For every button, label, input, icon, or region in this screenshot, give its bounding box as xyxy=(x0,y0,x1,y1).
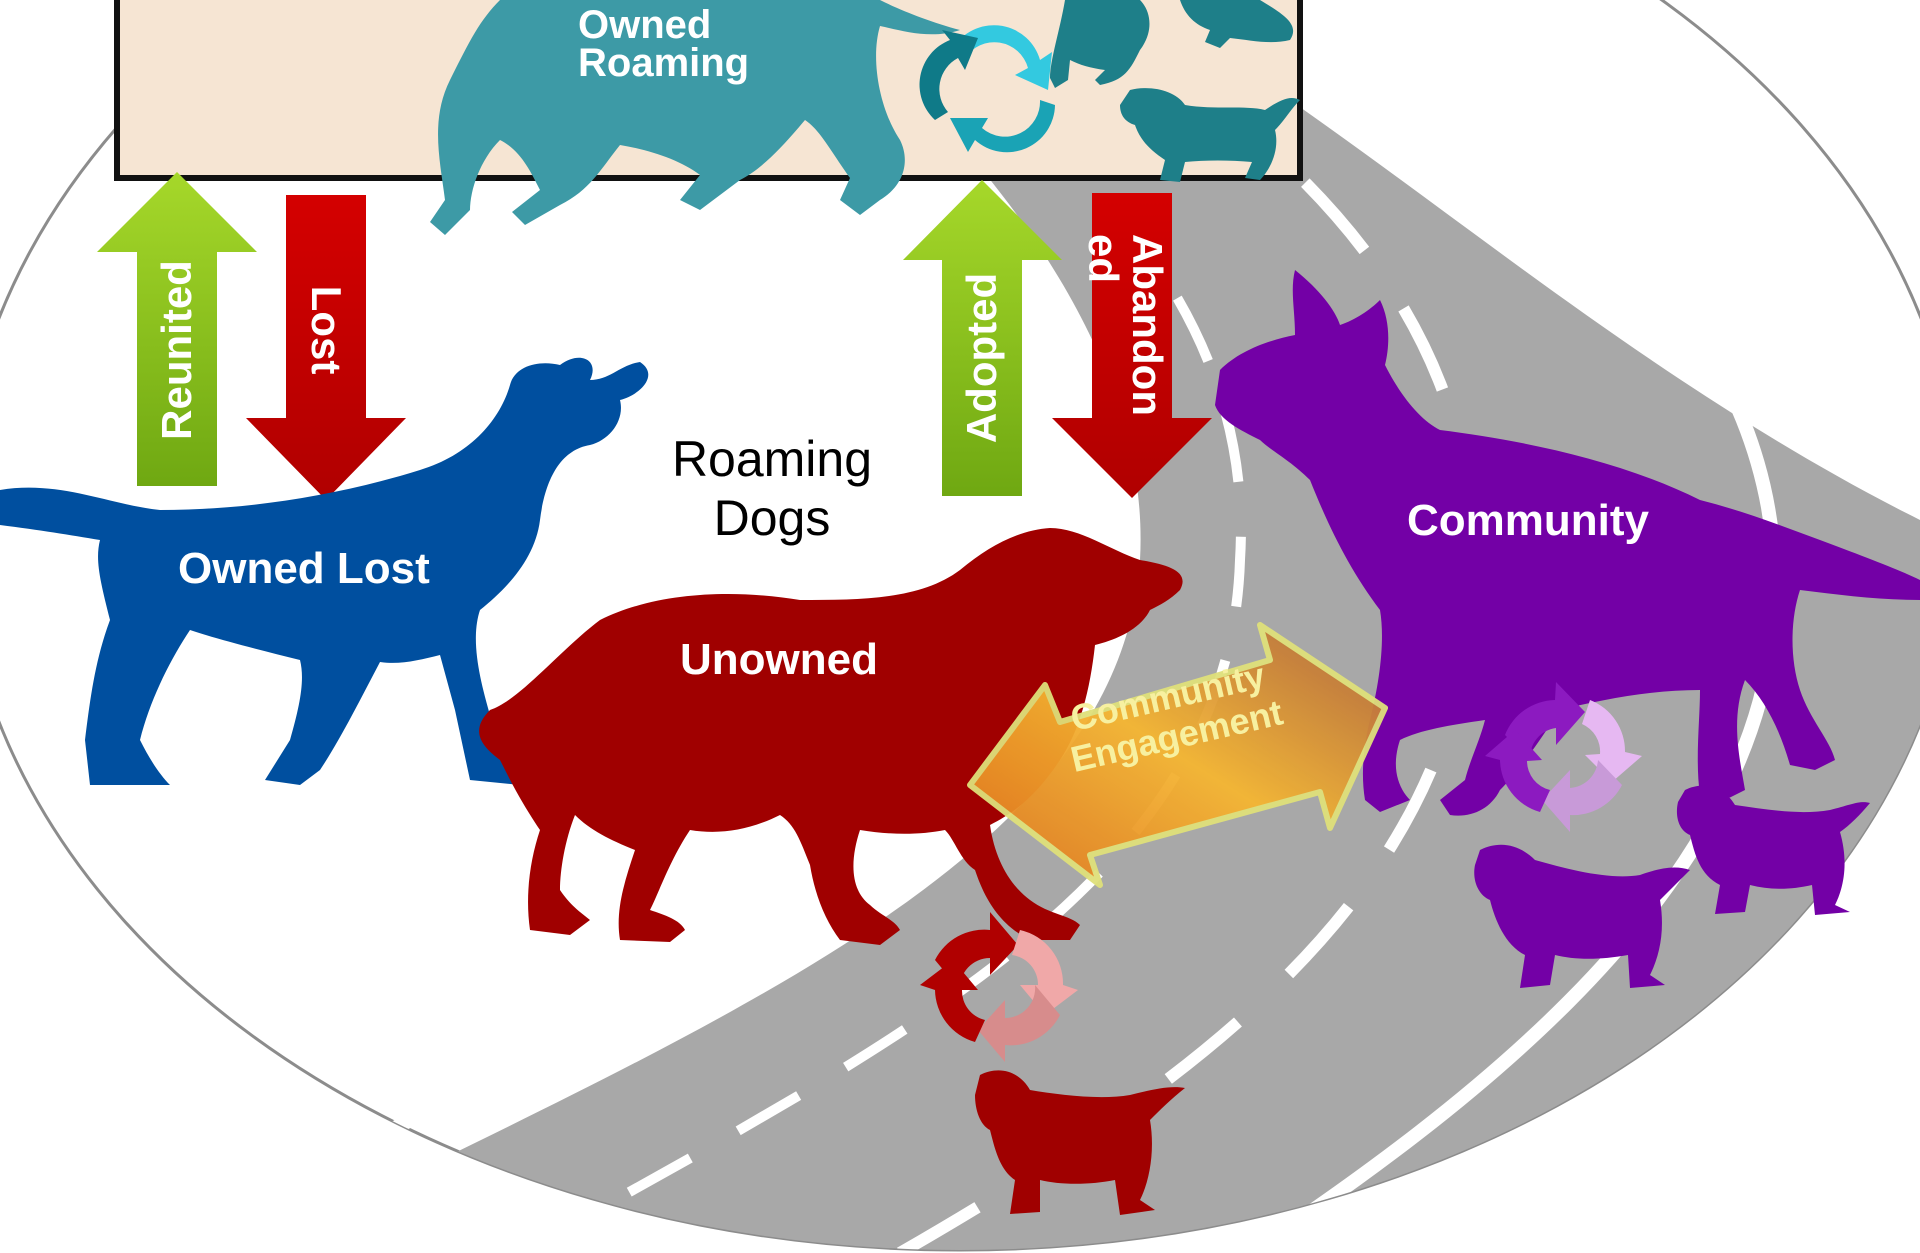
lost-arrow[interactable] xyxy=(246,195,406,500)
community-label: Community xyxy=(1407,496,1649,545)
roaming-dogs-label: Roaming Dogs xyxy=(652,430,892,548)
abandoned-label: Abandon ed xyxy=(1080,234,1171,416)
unowned-label: Unowned xyxy=(680,635,878,684)
unowned-puppy xyxy=(975,1070,1185,1215)
owned-roaming-puppy xyxy=(1180,0,1294,48)
abandoned-label-line1: Abandon xyxy=(1124,234,1171,416)
owned-roaming-dog-silhouette xyxy=(430,0,960,235)
community-puppy xyxy=(1676,785,1870,915)
reunited-label: Reunited xyxy=(153,260,200,440)
reunited-arrow[interactable] xyxy=(97,172,257,486)
community-engagement-arrow[interactable] xyxy=(967,622,1388,888)
owned-roaming-label: Owned Roaming xyxy=(578,3,750,85)
community-puppy xyxy=(1474,844,1690,988)
community-cycle-icon xyxy=(1485,682,1642,832)
owned-roaming-label-line2: Roaming xyxy=(578,41,750,85)
unowned-dog-silhouette xyxy=(479,528,1183,945)
roaming-dogs-line2: Dogs xyxy=(713,490,831,546)
owned-lost-label: Owned Lost xyxy=(178,544,430,593)
adopted-label: Adopted xyxy=(958,272,1005,444)
roaming-dogs-line1: Roaming xyxy=(671,431,873,487)
abandoned-label-line2: ed xyxy=(1080,234,1127,284)
lost-label: Lost xyxy=(303,285,350,375)
owned-roaming-label-line1: Owned xyxy=(578,3,712,47)
owned-roaming-puppy xyxy=(1050,0,1150,88)
community-dog-silhouette xyxy=(1215,270,1920,816)
abandoned-arrow[interactable] xyxy=(1052,193,1212,498)
owned-lost-dog-silhouette xyxy=(0,357,649,785)
unowned-cycle-icon xyxy=(920,912,1078,1062)
owned-roaming-puppy xyxy=(1120,88,1300,182)
adopted-arrow[interactable] xyxy=(903,180,1062,496)
owned-roaming-cycle-icon xyxy=(919,25,1055,153)
